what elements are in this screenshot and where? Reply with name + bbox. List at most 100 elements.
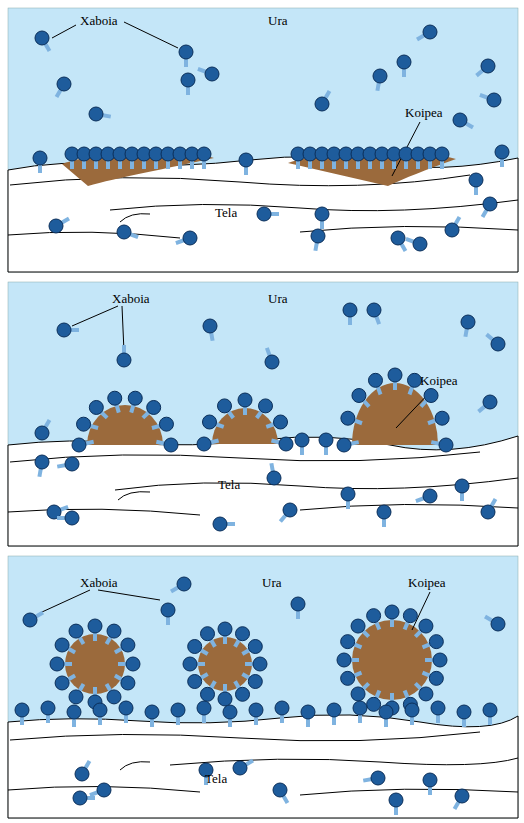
molecule-head — [107, 624, 121, 638]
molecule-head — [275, 701, 289, 715]
molecule-head — [218, 692, 232, 706]
molecule-head — [388, 368, 402, 382]
molecule-head — [181, 73, 195, 87]
molecule-head — [385, 605, 399, 619]
molecule-head — [379, 705, 393, 719]
molecule-head — [319, 433, 333, 447]
molecule-head — [408, 373, 422, 387]
molecule-head — [429, 635, 443, 649]
molecule-head — [35, 426, 49, 440]
molecule-head — [283, 503, 297, 517]
molecule-head — [341, 411, 355, 425]
molecule-head — [423, 489, 437, 503]
molecule-head — [353, 701, 367, 715]
molecule-head — [337, 653, 351, 667]
molecule-head — [77, 417, 91, 431]
molecule-head — [248, 675, 262, 689]
molecule-head — [455, 789, 469, 803]
fabric-fibres — [8, 175, 518, 238]
molecule-head — [433, 653, 447, 667]
molecule-head — [89, 107, 103, 121]
molecule-head — [413, 237, 427, 251]
part-label: Ura — [268, 14, 288, 27]
molecule-head — [419, 619, 433, 633]
molecule-head — [391, 231, 405, 245]
molecule-head — [55, 638, 69, 652]
fabric — [8, 715, 518, 818]
molecule-head — [253, 657, 267, 671]
molecule-head — [203, 319, 217, 333]
molecule-head — [367, 303, 381, 317]
molecule-head — [435, 147, 449, 161]
part-label: Ura — [262, 576, 282, 589]
molecule-head — [481, 505, 495, 519]
molecule-head — [367, 697, 381, 711]
part-label: Tela — [218, 478, 240, 491]
molecule-head — [97, 783, 111, 797]
molecule-head — [35, 31, 49, 45]
molecule-head — [117, 225, 131, 239]
grease — [198, 637, 252, 691]
part-label: Xaboia — [80, 576, 118, 589]
part-label: Koipea — [405, 106, 443, 119]
molecule-head — [343, 303, 357, 317]
molecule-head — [341, 671, 355, 685]
molecule-head — [377, 505, 391, 519]
molecule-head — [89, 400, 103, 414]
molecule-head — [197, 701, 211, 715]
molecule-head — [126, 657, 140, 671]
molecule-head — [159, 417, 173, 431]
molecule-head — [49, 219, 63, 233]
molecule-head — [469, 173, 483, 187]
molecule-head — [50, 657, 64, 671]
molecule-head — [197, 147, 211, 161]
molecule-head — [121, 676, 135, 690]
molecule-head — [55, 676, 69, 690]
molecule-head — [439, 438, 453, 452]
molecule-head — [119, 701, 133, 715]
fabric-fibres — [8, 732, 518, 795]
molecule-head — [161, 603, 175, 617]
molecule-head — [445, 223, 459, 237]
fabric — [8, 436, 518, 546]
molecule-head — [73, 791, 87, 805]
molecule-head — [371, 771, 385, 785]
molecule-head — [239, 153, 253, 167]
water — [8, 8, 518, 272]
molecule-head — [274, 415, 288, 429]
molecule-head — [424, 389, 438, 403]
molecule-head — [491, 337, 505, 351]
molecule-head — [93, 703, 107, 717]
molecule-head — [233, 761, 247, 775]
molecule-head — [188, 640, 202, 654]
molecule-head — [481, 59, 495, 73]
part-label: Tela — [215, 206, 237, 219]
molecule-head — [41, 701, 55, 715]
molecule-head — [201, 627, 215, 641]
molecule-head — [455, 479, 469, 493]
molecule-head — [147, 400, 161, 414]
molecule-head — [128, 391, 142, 405]
molecule-head — [301, 705, 315, 719]
molecule-head — [202, 415, 216, 429]
molecule-head — [457, 705, 471, 719]
molecule-head — [107, 690, 121, 704]
molecule-head — [435, 411, 449, 425]
molecule-head — [108, 391, 122, 405]
molecule-head — [389, 793, 403, 807]
water — [8, 556, 518, 818]
molecule-head — [273, 783, 287, 797]
molecule-head — [495, 145, 509, 159]
part-label: Xaboia — [80, 14, 118, 27]
grease — [352, 620, 432, 700]
molecule-head — [171, 703, 185, 717]
molecule-head — [431, 701, 445, 715]
molecule-head — [257, 207, 271, 221]
leader-line — [52, 22, 420, 176]
molecule-head — [249, 703, 263, 717]
molecule-head — [218, 399, 232, 413]
molecule-head — [267, 471, 281, 485]
molecule-head — [238, 393, 252, 407]
molecule-head — [337, 438, 351, 452]
